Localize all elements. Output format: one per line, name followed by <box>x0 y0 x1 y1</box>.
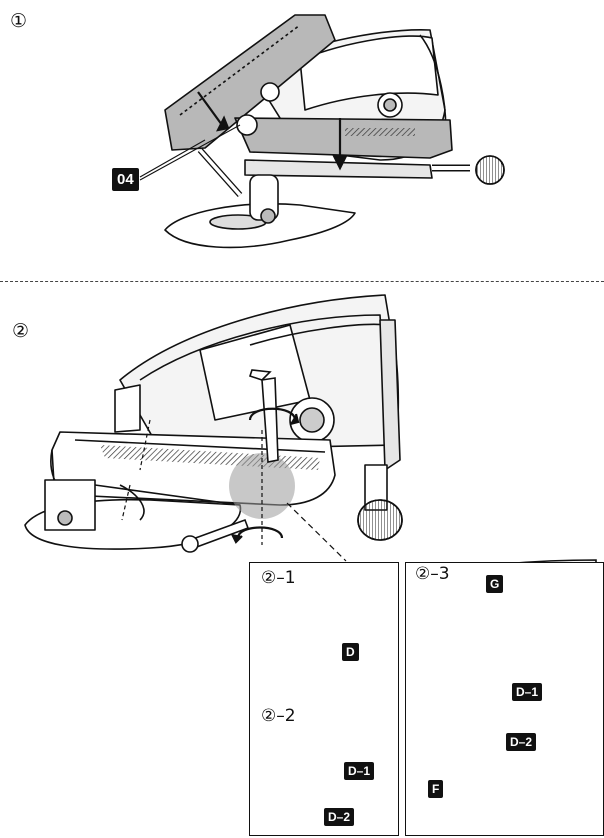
part-label-04: 04 <box>112 168 139 191</box>
step2-rotate-arrows <box>231 407 300 544</box>
step-divider <box>0 281 604 282</box>
step2-axis-lines <box>121 419 263 545</box>
step-2-number: ② <box>12 320 30 342</box>
step2-wrench <box>181 518 250 553</box>
part-label-d1: D–1 <box>344 762 375 780</box>
step2-stepper-drawing <box>24 294 403 550</box>
part-label-d1-detail: D–1 <box>512 683 543 701</box>
step2-allen-key <box>248 369 279 463</box>
step1-leader-lines <box>139 124 241 181</box>
part-label-d2-detail: D–2 <box>506 733 537 751</box>
substep-2-3: ②–3 <box>415 564 450 584</box>
part-label-d2: D–2 <box>324 808 355 826</box>
part-label-f: F <box>428 780 444 798</box>
zoom-leader-lines <box>286 502 347 562</box>
step-1-number: ① <box>10 10 28 32</box>
step1-stepper-drawing <box>164 14 505 249</box>
substep-2-1: ②–1 <box>261 568 296 588</box>
step1-down-arrows <box>197 91 348 171</box>
part-label-g: G <box>486 575 504 593</box>
substep-2-2: ②–2 <box>261 706 296 726</box>
part-label-d: D <box>342 643 359 661</box>
detail-panel-left <box>249 562 399 836</box>
